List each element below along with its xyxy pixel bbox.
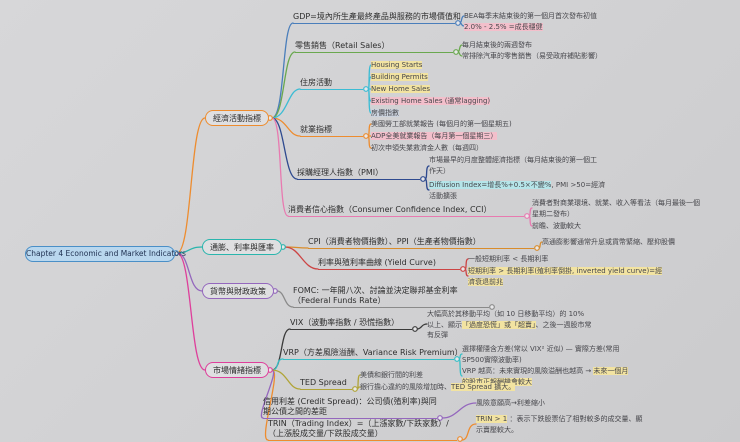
topic-fomc[interactable]: FOMC: 一年開八次、討論並決定聯邦基金利率（Federal Funds Ra… [293,286,489,308]
note-gdp-growth-range: 2.0% - 2.5% =成長穩健 [464,22,543,31]
note-pmi-diffusion[interactable]: Diffusion Index=增長%+0.5×不變%, PMI >50=經濟活… [429,180,607,201]
note-vrp-high[interactable]: VRP 越高：未來實現的風險溢酬也越高 → 未來一個月的股市正報酬機會較大 [462,366,634,387]
branch-point-trin[interactable] [457,436,463,442]
branch-point-vrp[interactable] [454,356,460,362]
branch-point-retail[interactable] [453,49,459,55]
branch-point-gdp[interactable] [455,20,461,26]
existing-home-sales-label: Existing Home Sales (通常lagging) [371,97,491,105]
topic-retail-sales[interactable]: 零售銷售（Retail Sales） [295,41,453,53]
branch-point-housing[interactable] [363,86,369,92]
note-yield-normal[interactable]: 一般短期利率 < 長期利率 [468,255,549,263]
ted-widen-highlight: TED Spread 擴大。 [451,383,516,391]
branch-point-credit[interactable] [437,415,443,421]
note-vrp-definition[interactable]: 選擇權隱含方差(常以 VIX² 近似) — 實際方差(常用 SP500實際波動率… [462,345,620,364]
branch-point-fomc[interactable] [489,304,495,310]
topic-economic-indicators[interactable]: 經濟活動指標 [205,110,269,126]
branch-point-cpi[interactable] [534,245,540,251]
note-house-price-index[interactable]: 房價指數 [371,108,399,119]
note-yield-inverted[interactable]: 短期利率 > 長期利率(殖利率倒掛, inverted yield curve)… [468,266,664,287]
topic-ted-spread[interactable]: TED Spread [300,378,352,390]
adp-report-label: ADP全美就業報告（每月第一個星期三） [371,132,498,140]
connector-housing [271,64,372,119]
topic-vrp[interactable]: VRP（方差風險溢酬、Variance Risk Premium） [283,348,463,360]
note-cci-description[interactable]: 消費者對商業環境、就業、收入等看法（每月最後一個星期二發布） [532,199,700,218]
vix-signal-pre: 大幅高於其移動平均（如 10 日移動平均）的 10% 以上、顯示 [427,310,585,329]
note-adp-report[interactable]: ADP全美就業報告（每月第一個星期三） [371,131,498,142]
branch-point-vix[interactable] [412,326,418,332]
branch-point-employment[interactable] [363,133,369,139]
topic-cci[interactable]: 消費者信心指數（Consumer Confidence Index, CCI） [288,205,524,217]
topic-cpi-ppi[interactable]: CPI（消費者物價指數）、PPI（生產者物價指數） [308,237,534,249]
note-existing-home-sales[interactable]: Existing Home Sales (通常lagging) [371,96,491,107]
note-credit-narrow[interactable]: 風險意願高→利差縮小 [476,399,545,407]
yield-inverted-text: 短期利率 > 長期利率(殖利率倒掛, inverted yield curve)… [468,267,663,286]
note-vix-signal[interactable]: 大幅高於其移動平均（如 10 日移動平均）的 10% 以上、顯示「過度恐慌」或「… [427,309,593,341]
topic-yield-curve[interactable]: 利率與殖利率曲線 (Yield Curve) [318,258,460,270]
note-pmi-earliest[interactable]: 市場最早的月度整體經濟指標（每月結束後的第一個工作天） [429,156,597,175]
topic-trin[interactable]: TRIN（Trading Index）=（上漲家數/下跌家數）/（上漲股成交量/… [268,419,457,441]
connector-fomc [276,290,294,308]
branch-point-ted[interactable] [352,386,358,392]
topic-gdp[interactable]: GDP=境內所生產最終產品與服務的市場價值和 [293,12,461,24]
note-trin-gt1[interactable]: TRIN > 1 ：表示下跌股票佔了相對較多的成交量、顯示賣壓較大。 [476,414,644,435]
vix-signal-highlight: 「過度恐慌」或「超賣」 [462,320,536,329]
topic-vix[interactable]: VIX（波動率指數 / 恐慌指數） [290,318,412,330]
note-retail-ex-auto[interactable]: 常排除汽車的零售銷售（易受政府補貼影響） [462,52,602,60]
topic-housing-activity[interactable]: 住房活動 [300,78,363,90]
topic-pmi[interactable]: 採購經理人指數（PMI） [297,168,420,180]
topic-market-sentiment[interactable]: 市場情緒指標 [205,362,269,378]
note-cpi-effect[interactable]: 高通膨影響通常升息或貨幣緊縮、壓抑股價 [542,238,675,246]
note-housing-starts[interactable]: Housing Starts [371,60,423,71]
branch-point-cci[interactable] [524,213,530,219]
ted-widen-pre: 銀行擔心違約的風險增加時、 [360,383,451,391]
topic-inflation-rates[interactable]: 通膨、利率與匯率 [202,239,282,255]
note-new-home-sales[interactable]: New Home Sales [371,84,431,95]
note-cci-nature[interactable]: 前瞻、波動較大 [532,222,581,230]
connector-sentiment-branch [176,252,206,371]
note-gdp-bea-text: BEA每季末結束後的第一個月首次發布初值 [464,12,598,20]
branch-point-pmi[interactable] [420,176,426,182]
new-home-sales-label: New Home Sales [371,85,431,93]
house-price-index-label: 房價指數 [371,109,399,117]
note-bls-report[interactable]: 美國勞工部就業報告 (每個月的第一個星期五) [371,120,512,128]
vrp-high-pre: VRP 越高：未來實現的風險溢酬也越高 → [462,367,594,375]
note-ted-definition[interactable]: 美債和銀行間的利差 [360,371,423,379]
housing-starts-label: Housing Starts [371,61,423,69]
note-building-permits[interactable]: Building Permits [371,72,428,83]
root-node[interactable]: Chapter 4 Economic and Market Indicators [25,246,186,262]
connector-inflation-branch [176,246,203,254]
topic-monetary-fiscal-policy[interactable]: 貨幣與財政政策 [202,283,274,299]
trin-gt1-highlight: TRIN > 1 [476,415,508,423]
pmi-diffusion-formula: Diffusion Index=增長%+0.5×不變% [429,181,552,189]
trin-gt1-rest: ：表示下跌股票佔了相對較多的成交量、顯示賣壓較大。 [476,415,643,434]
note-ted-widen[interactable]: 銀行擔心違約的風險增加時、TED Spread 擴大。 [360,382,516,393]
note-gdp-bea-release[interactable]: BEA每季末結束後的第一個月首次發布初值 2.0% - 2.5% =成長穩健 [464,11,624,32]
building-permits-label: Building Permits [371,73,428,81]
topic-credit-spread[interactable]: 信用利差 (Credit Spread)：公司債(殖利率)與同期公債之間的差距 [263,397,437,419]
branch-point-yield[interactable] [460,266,466,272]
connector-vix [271,323,428,371]
note-jobless-claims[interactable]: 初次申領失業救濟金人數（每週四） [371,144,483,152]
pmi-diffusion-rest: , PMI >50=經濟活動擴張 [429,181,606,200]
connector-economic-branch [176,117,477,441]
topic-employment-indicators[interactable]: 就業指標 [300,125,363,137]
note-retail-timing[interactable]: 每月結束後的兩週發布 [462,41,532,49]
vix-signal-post: 、之後一週股市常有反彈 [427,320,592,340]
